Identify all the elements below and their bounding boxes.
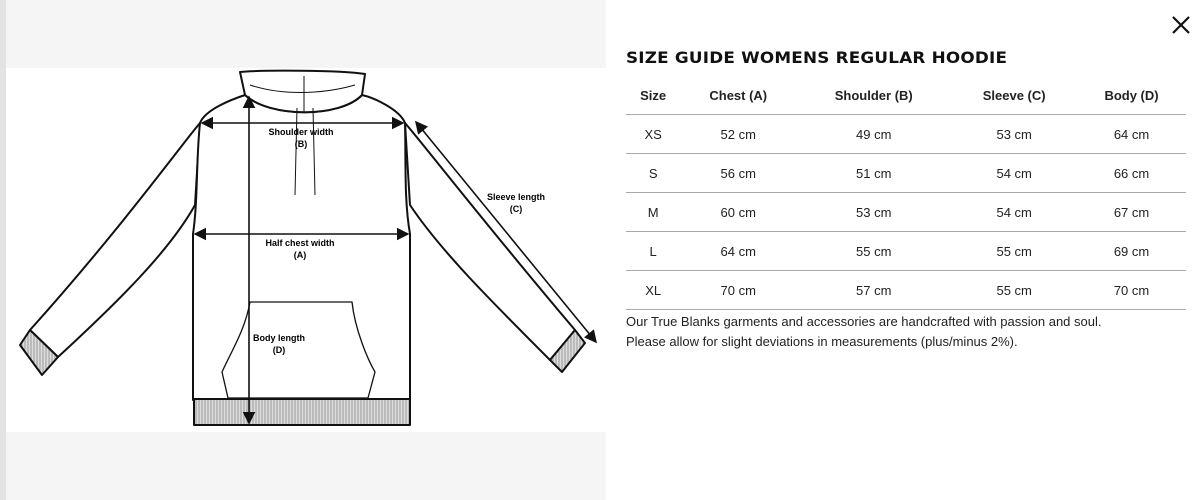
sleeve-label: Sleeve length	[487, 192, 545, 202]
cell-size: M	[626, 192, 681, 232]
chest-code: (A)	[294, 250, 307, 260]
cell-sleeve: 55 cm	[951, 270, 1078, 310]
cell-chest: 56 cm	[680, 153, 797, 193]
cell-shoulder: 57 cm	[796, 270, 952, 310]
cell-sleeve: 54 cm	[951, 192, 1078, 232]
cell-sleeve: 53 cm	[951, 114, 1078, 154]
right-sleeve	[404, 122, 576, 361]
table-row: L 64 cm 55 cm 55 cm 69 cm	[626, 231, 1186, 271]
close-button[interactable]	[1168, 12, 1194, 38]
hoodie-diagram: Shoulder width (B) Half chest width (A) …	[6, 68, 606, 432]
hood	[239, 69, 366, 114]
cell-body: 69 cm	[1077, 231, 1186, 271]
left-sleeve	[29, 122, 201, 358]
table-row: XL 70 cm 57 cm 55 cm 70 cm	[626, 270, 1186, 310]
size-table: Size Chest (A) Shoulder (B) Sleeve (C) B…	[626, 76, 1186, 310]
cell-shoulder: 53 cm	[796, 192, 952, 232]
cell-body: 70 cm	[1077, 270, 1186, 310]
cell-sleeve: 55 cm	[951, 231, 1078, 271]
header-size: Size	[640, 87, 667, 103]
note-line-2: Please allow for slight deviations in me…	[626, 334, 1018, 349]
header-shoulder: Shoulder (B)	[834, 87, 913, 103]
shoulder-label: Shoulder width	[269, 127, 334, 137]
cell-shoulder: 55 cm	[796, 231, 952, 271]
header-body: Body (D)	[1104, 87, 1159, 103]
cell-body: 64 cm	[1077, 114, 1186, 154]
cell-chest: 52 cm	[680, 114, 797, 154]
measurement-note: Our True Blanks garments and accessories…	[626, 312, 1101, 352]
page-title: SIZE GUIDE WOMENS REGULAR HOODIE	[626, 48, 1008, 67]
cell-size: XL	[626, 270, 681, 310]
sleeve-code: (C)	[510, 204, 523, 214]
chest-label: Half chest width	[265, 238, 334, 248]
left-edge-strip	[0, 0, 6, 500]
cell-size: L	[626, 231, 681, 271]
body-label: Body length	[253, 333, 305, 343]
cell-body: 67 cm	[1077, 192, 1186, 232]
table-row: S 56 cm 51 cm 54 cm 66 cm	[626, 153, 1186, 193]
header-sleeve: Sleeve (C)	[982, 87, 1046, 103]
body-code: (D)	[273, 345, 286, 355]
cell-size: S	[626, 153, 681, 193]
cell-shoulder: 51 cm	[796, 153, 952, 193]
table-header-row: Size Chest (A) Shoulder (B) Sleeve (C) B…	[626, 76, 1186, 115]
note-line-1: Our True Blanks garments and accessories…	[626, 314, 1102, 329]
sleeve-arrow	[414, 120, 598, 344]
table-row: XS 52 cm 49 cm 53 cm 64 cm	[626, 114, 1186, 154]
hem	[193, 398, 411, 426]
cell-chest: 60 cm	[680, 192, 797, 232]
header-chest: Chest (A)	[709, 87, 768, 103]
close-icon	[1172, 16, 1190, 34]
shoulder-code: (B)	[295, 139, 308, 149]
cell-size: XS	[626, 114, 681, 154]
cell-sleeve: 54 cm	[951, 153, 1078, 193]
cell-body: 66 cm	[1077, 153, 1186, 193]
left-cuff	[19, 329, 59, 376]
cell-shoulder: 49 cm	[796, 114, 952, 154]
cell-chest: 64 cm	[680, 231, 797, 271]
table-row: M 60 cm 53 cm 54 cm 67 cm	[626, 192, 1186, 232]
cell-chest: 70 cm	[680, 270, 797, 310]
